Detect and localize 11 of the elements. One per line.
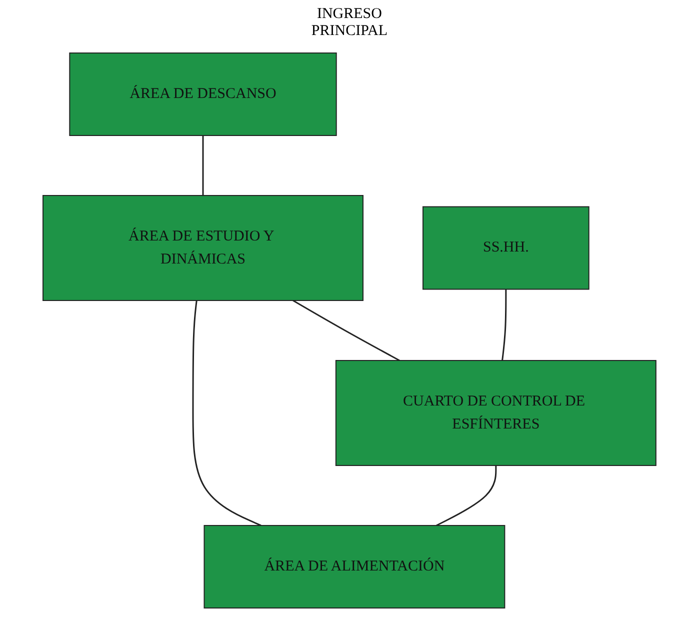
connector — [192, 300, 262, 526]
connector — [436, 465, 497, 526]
connector — [202, 135, 204, 195]
connector — [502, 288, 507, 360]
node-box: ÁREA DE DESCANSO — [69, 52, 337, 136]
node-box: SS.HH. — [422, 206, 590, 290]
connector — [292, 299, 400, 361]
entrance-label: INGRESO PRINCIPAL — [310, 6, 389, 40]
node-box: ÁREA DE ALIMENTACIÓN — [204, 524, 506, 608]
node-box: CUARTO DE CONTROL DE ESFÍNTERES — [335, 360, 656, 466]
node-box: ÁREA DE ESTUDIO Y DINÁMICAS — [42, 194, 364, 300]
